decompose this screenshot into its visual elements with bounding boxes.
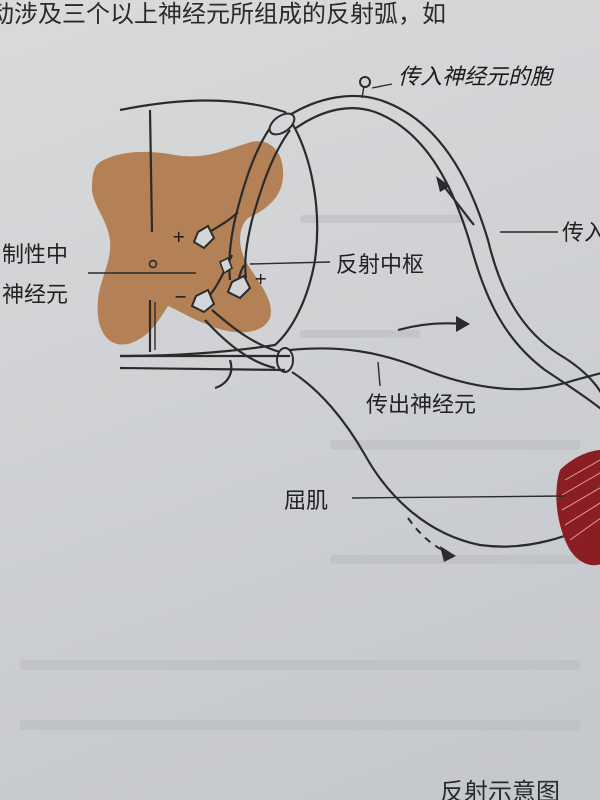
- arrow-afferent-up-head: [436, 176, 450, 192]
- afferent-cell-stalk: [361, 85, 365, 99]
- afferent-cell-body: [359, 76, 371, 88]
- dorsal-root-cut-end: [268, 112, 296, 136]
- ventral-root-lower: [204, 319, 276, 370]
- minus-sign-lower: −: [174, 287, 187, 306]
- leader-handwritten: [371, 83, 393, 89]
- synapse-upper: [192, 224, 216, 250]
- synapse-right: [226, 274, 252, 300]
- central-canal: [148, 259, 158, 269]
- synapse-small: [219, 256, 233, 275]
- central-divider-upper: [148, 109, 154, 233]
- leader-efferent: [377, 361, 381, 387]
- flexor-muscle-striations: [561, 459, 600, 541]
- efferent-nerve-lower: [291, 371, 600, 548]
- ventral-root-cut-end: [276, 347, 294, 373]
- afferent-branch-lower: [209, 254, 233, 296]
- bottom-caption: 反射示意图: [440, 778, 560, 800]
- label-flexor: 屈肌: [284, 489, 328, 514]
- bleed-through-text: [20, 215, 580, 730]
- handwritten-note: 传入神经元的胞: [398, 65, 555, 90]
- spinal-cord-outline: [119, 99, 319, 358]
- arrow-efferent-right-head: [456, 316, 470, 332]
- label-afferent: 传入: [562, 221, 600, 246]
- arrow-dashed-down: [407, 517, 447, 553]
- afferent-nerve-fiber: [284, 94, 600, 394]
- top-running-text: 动涉及三个以上神经元所组成的反射弧，如: [0, 0, 446, 28]
- label-efferent-neuron: 传出神经元: [366, 393, 476, 418]
- leader-reflex-center: [249, 261, 331, 265]
- efferent-nerve-side: [214, 359, 233, 390]
- efferent-nerve-base-lower: [119, 366, 286, 372]
- label-reflex-center: 反射中枢: [336, 253, 424, 278]
- gray-matter: [92, 141, 284, 345]
- ventral-root-upper: [211, 309, 281, 354]
- synapse-lower: [190, 288, 216, 314]
- efferent-nerve-upper: [289, 347, 600, 391]
- plus-sign-upper: +: [172, 227, 185, 246]
- arrow-dashed-down-head: [440, 546, 456, 562]
- arrow-efferent-right: [397, 322, 463, 332]
- dorsal-root-entry-inner: [244, 129, 291, 279]
- label-inhibitory-line2: 神经元: [2, 283, 68, 308]
- plus-sign-right: +: [254, 269, 267, 288]
- afferent-nerve-fiber-inner: [295, 107, 600, 410]
- leader-flexor: [351, 495, 566, 499]
- label-inhibitory-line1: 制性中: [2, 243, 68, 268]
